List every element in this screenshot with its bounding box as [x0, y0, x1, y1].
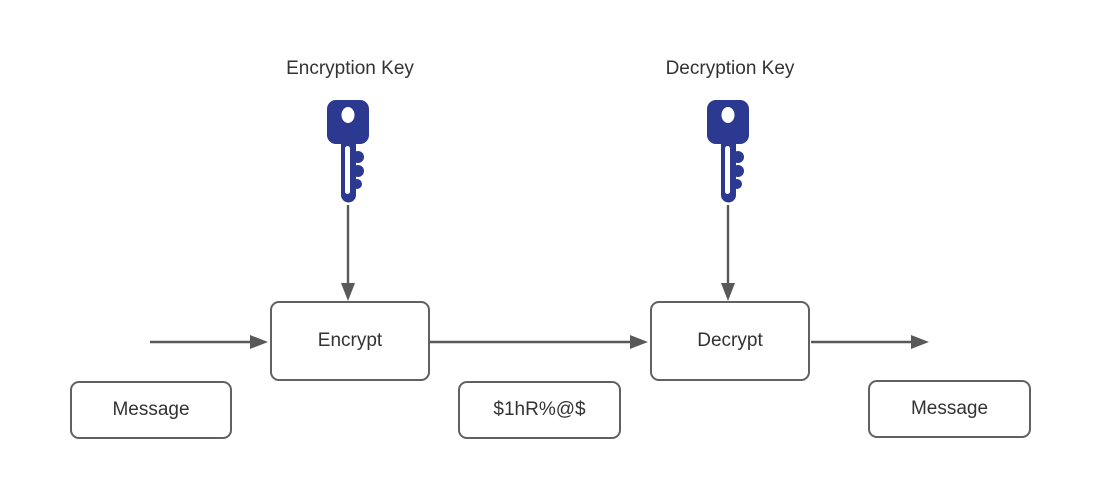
arrow-encryption-key-to-encrypt — [341, 205, 355, 301]
message-box-left: Message — [70, 381, 232, 439]
encrypt-box: Encrypt — [270, 301, 430, 381]
message-box-right: Message — [868, 380, 1031, 438]
arrow-decryption-key-to-decrypt — [721, 205, 735, 301]
ciphertext-label: $1hR%@$ — [493, 399, 586, 420]
decryption-key-label: Decryption Key — [665, 58, 795, 79]
message-right-label: Message — [910, 398, 989, 419]
ciphertext-box: $1hR%@$ — [458, 381, 621, 439]
key-icon — [327, 100, 369, 203]
arrow-decrypt-to-message — [811, 335, 929, 349]
decrypt-box-label: Decrypt — [697, 330, 763, 351]
encrypt-box-label: Encrypt — [317, 330, 383, 351]
message-left-label: Message — [112, 399, 190, 420]
decrypt-box: Decrypt — [650, 301, 810, 381]
arrow-encrypt-to-decrypt — [430, 335, 648, 349]
encryption-key-label: Encryption Key — [286, 58, 414, 79]
key-icon — [707, 100, 749, 203]
arrow-message-to-encrypt — [150, 335, 268, 349]
